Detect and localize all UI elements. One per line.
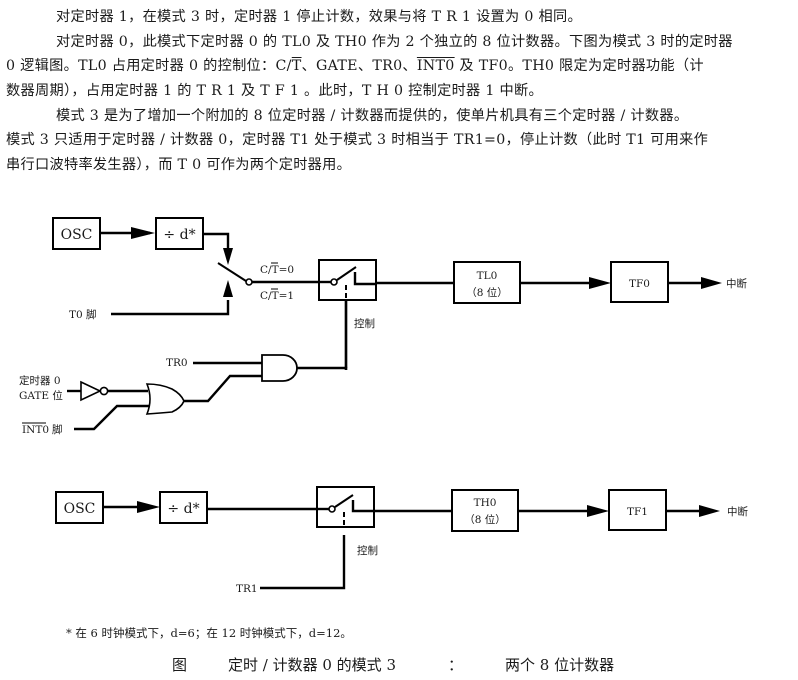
control-switch-box-top [318, 259, 377, 301]
tl0-bits-label: （8 位） [466, 286, 508, 299]
tr0-label: TR0 [166, 357, 188, 369]
or-to-and-wire [184, 374, 262, 403]
inverter-gate [80, 380, 102, 402]
control-switch-pivot-icon [330, 278, 338, 286]
line3-part-c: 及 TF0。TH0 限定为定时器功能（计 [454, 58, 704, 74]
mode-switch-blade [217, 262, 247, 282]
control-switch-pivot-icon [328, 505, 336, 513]
and-out-wire [297, 366, 348, 370]
line3-part-b: 、GATE、TR0、 [301, 58, 417, 74]
control-out-stub [353, 272, 376, 286]
figure-colon: ： [448, 656, 464, 674]
tr1-label: TR1 [236, 583, 258, 595]
paragraph-line-1: 对定时器 1，在模式 3 时，定时器 1 停止计数，效果与将 T R 1 设置为… [56, 9, 582, 25]
figure-label: 图 [172, 656, 188, 674]
figure-title: 定时 / 计数器 0 的模式 3 [228, 656, 396, 674]
osc-box-bottom [55, 491, 104, 524]
interrupt-arrow-icon [701, 277, 722, 289]
control-switch-box-bottom [316, 486, 375, 528]
tf1-label: TF1 [627, 506, 648, 518]
inverter-bubble-icon [99, 386, 109, 396]
t-overline: T [291, 58, 302, 74]
ct0-label: C/T=0 [260, 264, 294, 276]
interrupt-arrow-icon [699, 505, 720, 517]
th0-box [451, 489, 519, 532]
gate-label-line2: GATE 位 [19, 389, 63, 402]
th0-bits-label: （8 位） [464, 513, 506, 526]
paragraph-line-3: 0 逻辑图。TL0 占用定时器 0 的控制位：C/T、GATE、TR0、INT0… [6, 55, 796, 77]
footnote: * 在 6 时钟模式下，d=6；在 12 时钟模式下，d=12。 [66, 626, 352, 640]
th0-label: TH0 [474, 497, 497, 509]
tl0-label: TL0 [477, 270, 498, 282]
divider-label-top: ÷ d* [163, 227, 195, 243]
arrow-icon [131, 227, 155, 239]
int0-label: INT0 [22, 424, 49, 436]
tf0-label: TF0 [629, 278, 650, 290]
osc-box-top [52, 217, 101, 250]
t0-pin-label: T0 脚 [69, 308, 97, 321]
int0-overline: INT0 [416, 58, 455, 74]
interrupt-label-bottom: 中断 [727, 505, 748, 518]
paragraph-line-7: 串行口波特率发生器），而 T 0 可作为两个定时器用。 [6, 157, 352, 173]
arrow-up-icon [223, 280, 233, 297]
divider-label-bottom: ÷ d* [167, 501, 199, 517]
or-gate [145, 383, 185, 415]
osc-label-top: OSC [61, 227, 93, 243]
paragraph-line-5: 模式 3 是为了增加一个附加的 8 位定时器 / 计数器而提供的，使单片机具有三… [56, 108, 689, 124]
control-label-top: 控制 [354, 317, 375, 330]
arrow-icon [587, 505, 609, 517]
osc-label-bottom: OSC [64, 501, 96, 517]
paragraph-line-6: 模式 3 只适用于定时器 / 计数器 0，定时器 T1 处于模式 3 时相当于 … [6, 132, 709, 148]
switch-pivot-icon [245, 278, 253, 286]
control-switch-blade-bottom [334, 494, 354, 508]
arrow-icon [137, 501, 160, 513]
and-gate [261, 354, 298, 382]
arrow-icon [589, 277, 611, 289]
paragraph-line-4: 数器周期），占用定时器 1 的 T R 1 及 T F 1 。此时，T H 0 … [6, 83, 543, 99]
int0-wire [74, 404, 150, 431]
arrow-down-icon [223, 248, 233, 265]
paragraph-line-2: 对定时器 0，此模式下定时器 0 的 TL0 及 TH0 作为 2 个独立的 8… [56, 34, 733, 50]
figure-subtitle: 两个 8 位计数器 [505, 656, 615, 674]
control-label-bottom: 控制 [357, 544, 378, 557]
gate-label-line1: 定时器 0 [19, 374, 61, 387]
control-switch-blade [336, 266, 357, 281]
interrupt-label-top: 中断 [726, 277, 747, 290]
line3-part-a: 0 逻辑图。TL0 占用定时器 0 的控制位：C/ [6, 58, 292, 74]
ct1-label: C/T=1 [260, 290, 294, 302]
tr1-wire [260, 535, 346, 590]
control-out-stub-bottom [351, 500, 374, 513]
divider-box-bottom [159, 491, 208, 524]
t0-pin-wire [111, 300, 230, 316]
int0-pin-suffix: 脚 [52, 423, 63, 436]
divider-to-switch-wire [203, 232, 230, 254]
